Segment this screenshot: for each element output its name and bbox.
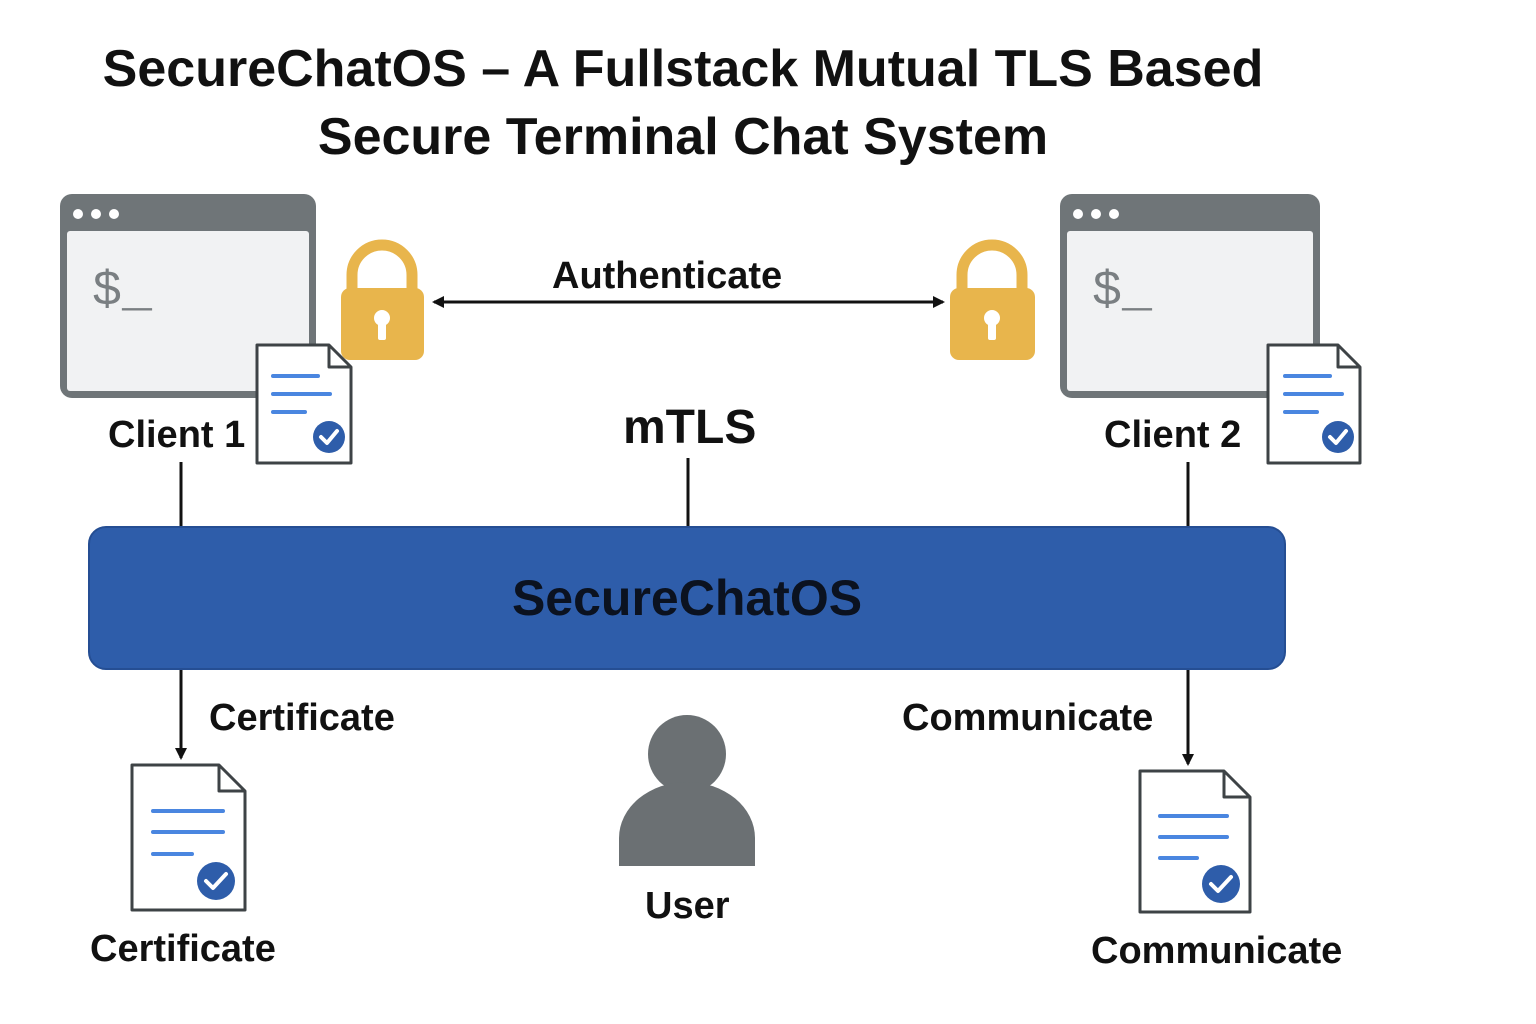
client1-certificate-icon — [255, 343, 353, 465]
client1-label: Client 1 — [108, 414, 246, 456]
client2-label: Client 2 — [1104, 414, 1242, 456]
mtls-label: mTLS — [623, 401, 757, 454]
certificate-doc-label: Certificate — [90, 928, 276, 970]
output-certificate-icon — [130, 763, 247, 912]
communicate-doc-label: Communicate — [1091, 930, 1343, 972]
user-label: User — [645, 885, 730, 927]
client1-terminal-icon — [60, 194, 316, 398]
hub-label: SecureChatOS — [511, 570, 863, 626]
authenticate-label: Authenticate — [552, 255, 783, 297]
communicate-arrow-label: Communicate — [902, 697, 1154, 739]
securechatos-hub: SecureChatOS — [88, 526, 1286, 670]
client2-certificate-icon — [1266, 343, 1362, 465]
left-padlock-icon — [341, 239, 424, 360]
client2-prompt: $_ — [1092, 264, 1153, 321]
output-communicate-document-icon — [1138, 769, 1252, 914]
certificate-arrow-label: Certificate — [209, 697, 395, 739]
user-icon — [619, 715, 755, 866]
right-padlock-icon — [950, 239, 1035, 360]
client2-terminal-icon — [1060, 194, 1320, 398]
diagram-title-line-1: SecureChatOS – A Fullstack Mutual TLS Ba… — [102, 40, 1264, 98]
diagram-title-line-2: Secure Terminal Chat System — [317, 108, 1049, 166]
client1-prompt: $_ — [92, 264, 153, 321]
